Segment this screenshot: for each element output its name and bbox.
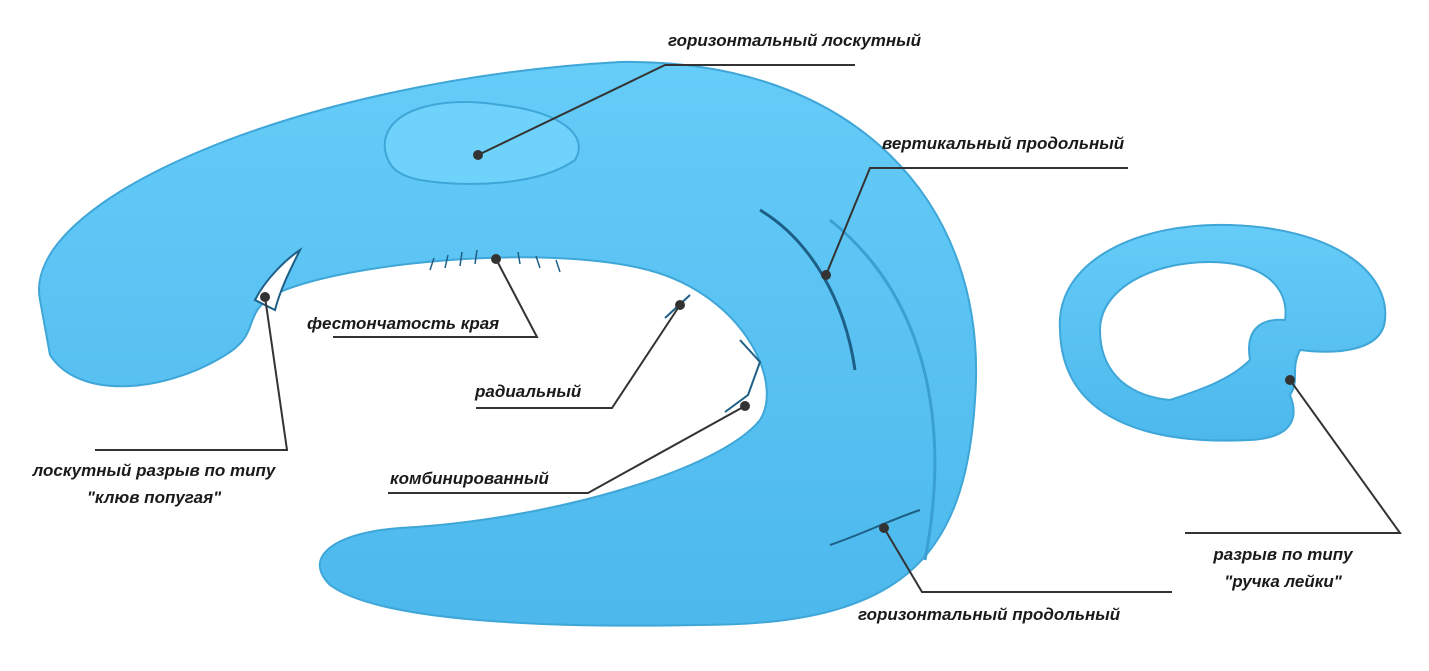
- label-bucket-handle-line1: разрыв по типу: [1213, 545, 1353, 564]
- label-parrot-beak-line1: лоскутный разрыв по типу: [32, 461, 276, 480]
- marker-dots: [260, 150, 1295, 533]
- label-scalloped-edge: фестончатость края: [307, 314, 500, 333]
- scalloped-edge: [429, 249, 561, 273]
- horizontal-longitudinal-tear: [829, 509, 921, 546]
- small-meniscus-bucket-handle: [1058, 223, 1387, 442]
- label-vertical-longitudinal: вертикальный продольный: [882, 134, 1125, 153]
- label-combined: комбинированный: [390, 469, 549, 488]
- label-horizontal-longitudinal: горизонтальный продольный: [858, 605, 1121, 624]
- large-meniscus-wall: [829, 218, 937, 561]
- label-parrot-beak-line2: "клюв попугая": [86, 488, 222, 507]
- large-meniscus: [38, 60, 978, 627]
- combined-tear: [724, 339, 762, 413]
- label-radial: радиальный: [475, 382, 582, 401]
- label-parrot-beak: лоскутный разрыв по типу "клюв попугая": [12, 457, 296, 511]
- leader-lines: [95, 64, 1402, 593]
- flap-horizontal: [383, 101, 580, 185]
- label-horizontal-flap: горизонтальный лоскутный: [668, 31, 921, 50]
- label-bucket-handle-line2: "ручка лейки": [1224, 572, 1342, 591]
- label-bucket-handle: разрыв по типу "ручка лейки": [1183, 541, 1383, 595]
